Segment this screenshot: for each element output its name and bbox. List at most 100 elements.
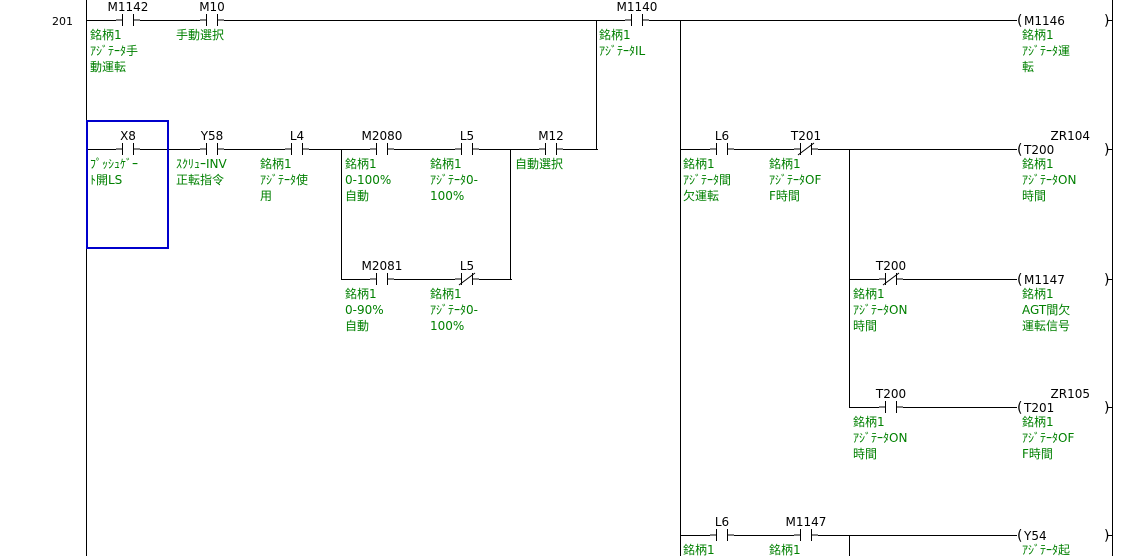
contact-device-label: T200 — [875, 259, 906, 273]
contact-comment: 銘柄1 — [260, 156, 292, 171]
contact-t201c[interactable]: T201 銘柄1 ｱｼﾞﾃｰﾀOF F時間 — [769, 129, 821, 203]
contact-m10[interactable]: M10 手動選択 — [176, 0, 225, 42]
contact-comment: ｱｼﾞﾃｰﾀ間 — [683, 173, 731, 187]
contact-device-label: L6 — [715, 515, 729, 529]
contact-comment: ｽｸﾘｭｰINV — [176, 157, 228, 171]
contact-device-label: X8 — [120, 129, 136, 143]
contact-comment: ﾌﾟｯｼｭｹﾞｰ — [90, 157, 138, 171]
contact-comment: 0-90% — [345, 303, 384, 317]
contact-comment: 銘柄1 — [90, 27, 122, 42]
contact-comment: F時間 — [769, 189, 800, 203]
coil-comment: AGT間欠 — [1022, 302, 1070, 317]
coil-comment: ｱｼﾞﾃｰﾀ運 — [1022, 44, 1070, 58]
coil-device-label: M1147 — [1024, 273, 1065, 287]
contact-comment: 銘柄1 — [683, 542, 715, 556]
contact-comment: 銘柄1 — [345, 286, 377, 301]
coil-setting-label: ZR105 — [1051, 387, 1090, 401]
coil-device-label: Y54 — [1023, 529, 1047, 543]
coil-left-paren: ( — [1017, 142, 1022, 158]
contact-comment: 自動選択 — [515, 157, 563, 171]
coil-left-paren: ( — [1017, 272, 1022, 288]
contact-device-label: M2080 — [362, 129, 403, 143]
contact-m1140[interactable]: M1140 銘柄1 ｱｼﾞﾃｰﾀIL — [599, 0, 657, 58]
contact-comment: 正転指令 — [176, 172, 224, 187]
contact-comment: 自動 — [345, 319, 369, 333]
contact-l5a[interactable]: L5 銘柄1 ｱｼﾞﾃｰﾀ0- 100% — [430, 129, 479, 203]
contact-device-label: T200 — [875, 387, 906, 401]
contact-device-label: Y58 — [200, 129, 224, 143]
contact-comment: 100% — [430, 189, 464, 203]
coil-left-paren: ( — [1017, 400, 1022, 416]
coil-right-paren: ) — [1104, 13, 1109, 29]
contact-comment: 100% — [430, 319, 464, 333]
step-number: 201 — [52, 15, 73, 28]
coil-setting-label: ZR104 — [1051, 129, 1090, 143]
contact-device-label: M1147 — [786, 515, 827, 529]
contact-comment: ｱｼﾞﾃｰﾀIL — [599, 44, 646, 58]
coil-left-paren: ( — [1017, 13, 1022, 29]
contact-comment: 用 — [260, 189, 272, 203]
coil-comment: 銘柄1 — [1022, 27, 1054, 42]
contact-comment: ｱｼﾞﾃｰﾀ0- — [430, 303, 478, 317]
contact-m12[interactable]: M12 自動選択 — [515, 129, 564, 171]
contact-device-label: L6 — [715, 129, 729, 143]
coil-comment: 銘柄1 — [1022, 414, 1054, 429]
contact-comment: 時間 — [853, 319, 877, 333]
contact-m2081[interactable]: M2081 銘柄1 0-90% 自動 — [345, 259, 402, 333]
contact-comment: 手動選択 — [176, 28, 224, 42]
contact-device-label: M2081 — [362, 259, 403, 273]
contact-comment: 銘柄1 — [430, 156, 462, 171]
coil-comment: 銘柄1 — [1022, 156, 1054, 171]
contact-device-label: L5 — [460, 129, 474, 143]
contact-device-label: M1142 — [108, 0, 149, 14]
contact-comment: ｱｼﾞﾃｰﾀ0- — [430, 173, 478, 187]
coil-comment: ｱｼﾞﾃｰﾀON — [1022, 173, 1076, 187]
contact-comment: 銘柄1 — [683, 156, 715, 171]
coil-right-paren: ) — [1104, 272, 1109, 288]
coil-device-label: T201 — [1023, 401, 1054, 415]
contact-comment: 銘柄1 — [769, 156, 801, 171]
contact-m1147c[interactable]: M1147 銘柄1 — [769, 515, 826, 556]
contact-comment: 時間 — [853, 447, 877, 461]
coil-device-label: M1146 — [1024, 14, 1065, 28]
coil-comment: 時間 — [1022, 189, 1046, 203]
contact-comment: 動運転 — [90, 60, 126, 74]
contact-device-label: T201 — [790, 129, 821, 143]
contact-comment: 欠運転 — [683, 188, 719, 203]
coil-right-paren: ) — [1104, 142, 1109, 158]
wiring — [86, 0, 1113, 556]
contact-x8[interactable]: X8 ﾌﾟｯｼｭｹﾞｰ ﾄ開LS — [90, 129, 140, 187]
coil-comment: ｱｼﾞﾃｰﾀ起 — [1022, 543, 1070, 556]
coil-right-paren: ) — [1104, 528, 1109, 544]
contact-comment: ｱｼﾞﾃｰﾀOF — [769, 173, 821, 187]
contact-device-label: M1140 — [617, 0, 658, 14]
cell-cursor — [86, 120, 169, 249]
coil-comment: 転 — [1022, 60, 1034, 74]
contact-device-label: L4 — [290, 129, 304, 143]
contact-comment: 銘柄1 — [769, 542, 801, 556]
contact-comment: ﾄ開LS — [90, 173, 122, 187]
contact-comment: ｱｼﾞﾃｰﾀ使 — [260, 172, 308, 187]
contact-comment: 銘柄1 — [599, 27, 631, 42]
contact-device-label: M10 — [199, 0, 225, 14]
contact-device-label: M12 — [538, 129, 564, 143]
coil-comment: F時間 — [1022, 447, 1053, 461]
contact-comment: 銘柄1 — [853, 286, 885, 301]
coil-device-label: T200 — [1023, 143, 1054, 157]
coil-right-paren: ) — [1104, 400, 1109, 416]
